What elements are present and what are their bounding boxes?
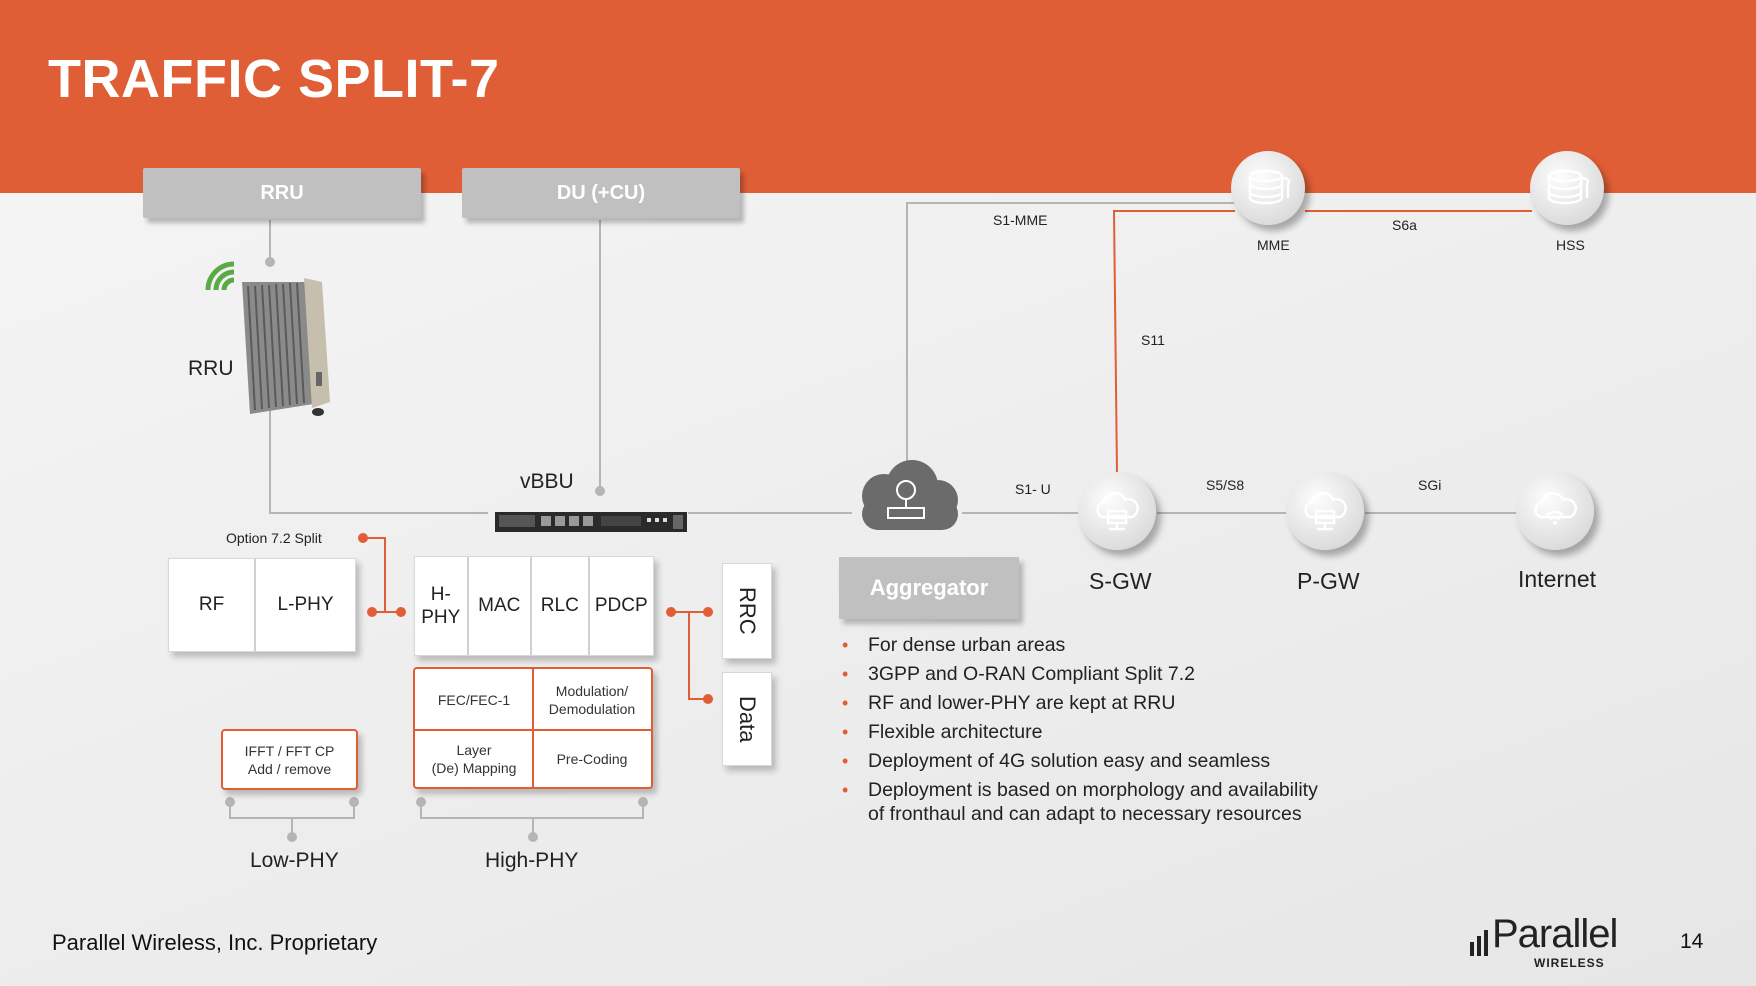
high-phy-label: High-PHY [485, 849, 579, 872]
data-label: Data [735, 695, 760, 743]
slide-title: TRAFFIC SPLIT-7 [48, 49, 500, 109]
low-phy-box: RF L-PHY [168, 558, 356, 652]
fec-cell: FEC/FEC-1 [437, 691, 511, 708]
rrc-box: RRC [722, 563, 772, 659]
internet-label: Internet [1518, 566, 1596, 592]
sgw-label: S-GW [1089, 568, 1152, 594]
vbbu-server-image [495, 512, 687, 532]
s1-mme-label: S1-MME [993, 212, 1048, 228]
du-header: DU (+CU) [462, 168, 740, 218]
bullet-item: Deployment of 4G solution easy and seaml… [842, 749, 1318, 773]
logo-name: Parallel [1492, 912, 1618, 956]
option-split-label: Option 7.2 Split [226, 530, 322, 546]
bullet-item: Flexible architecture [842, 720, 1318, 744]
data-box: Data [722, 672, 772, 766]
h-phy-text: H- [430, 584, 451, 605]
database-icon [1547, 169, 1589, 205]
rrc-label: RRC [735, 587, 760, 635]
low-phy-label: Low-PHY [250, 849, 339, 872]
footer-text: Parallel Wireless, Inc. Proprietary [52, 930, 378, 955]
cloud-server-icon [1096, 491, 1139, 531]
mme-label: MME [1257, 237, 1290, 253]
feature-bullets: For dense urban areas 3GPP and O-RAN Com… [842, 633, 1318, 831]
s6a-label: S6a [1392, 217, 1417, 233]
hss-label: HSS [1556, 237, 1585, 253]
rf-cell: RF [169, 559, 257, 651]
pgw-label: P-GW [1297, 568, 1360, 594]
mac-cell: MAC [469, 557, 533, 655]
pgw-node [1286, 472, 1364, 550]
bullet-item: RF and lower-PHY are kept at RRU [842, 691, 1318, 715]
s1-u-label: S1- U [1015, 481, 1051, 497]
rlc-cell: RLC [532, 557, 590, 655]
aggregator-label: Aggregator [839, 557, 1019, 619]
l-phy-cell: L-PHY [277, 594, 334, 615]
grid-dividers [415, 669, 651, 787]
h-phy-cell: H-PHY [415, 557, 469, 655]
layer-mapping-cell: Layer(De) Mapping [431, 741, 517, 776]
s5-s8-label: S5/S8 [1206, 477, 1245, 493]
title-banner [0, 0, 1756, 193]
pdcp-cell: PDCP [594, 595, 648, 616]
sgw-node [1078, 472, 1156, 550]
cloud-wifi-icon [1534, 491, 1577, 525]
aggregator-cloud-icon [862, 460, 958, 530]
rru-device-label: RRU [188, 357, 234, 380]
rru-device-image [205, 261, 330, 416]
internet-node [1516, 472, 1594, 550]
high-stack-box: H-PHY MAC RLC PDCP [414, 556, 654, 656]
rru-header: RRU [143, 168, 421, 218]
database-icon [1248, 169, 1290, 205]
precoding-cell: Pre-Coding [556, 750, 628, 767]
wifi-signal-icon [205, 261, 235, 291]
logo-bars-icon [1470, 930, 1488, 956]
sgi-label: SGi [1418, 477, 1442, 493]
bullet-item: 3GPP and O-RAN Compliant Split 7.2 [842, 662, 1318, 686]
modulation-cell: Modulation/Demodulation [548, 682, 636, 717]
page-number: 14 [1680, 930, 1704, 953]
vbbu-label: vBBU [520, 470, 574, 493]
bullet-item: For dense urban areas [842, 633, 1318, 657]
bullet-item: Deployment is based on morphology and av… [842, 778, 1318, 826]
hss-node [1530, 151, 1604, 225]
cloud-server-icon [1304, 491, 1347, 531]
high-phy-functions-box: FEC/FEC-1 Modulation/Demodulation Layer(… [413, 667, 653, 789]
mme-node [1231, 151, 1305, 225]
s11-label: S11 [1141, 332, 1165, 348]
logo-sub: WIRELESS [1534, 956, 1605, 970]
